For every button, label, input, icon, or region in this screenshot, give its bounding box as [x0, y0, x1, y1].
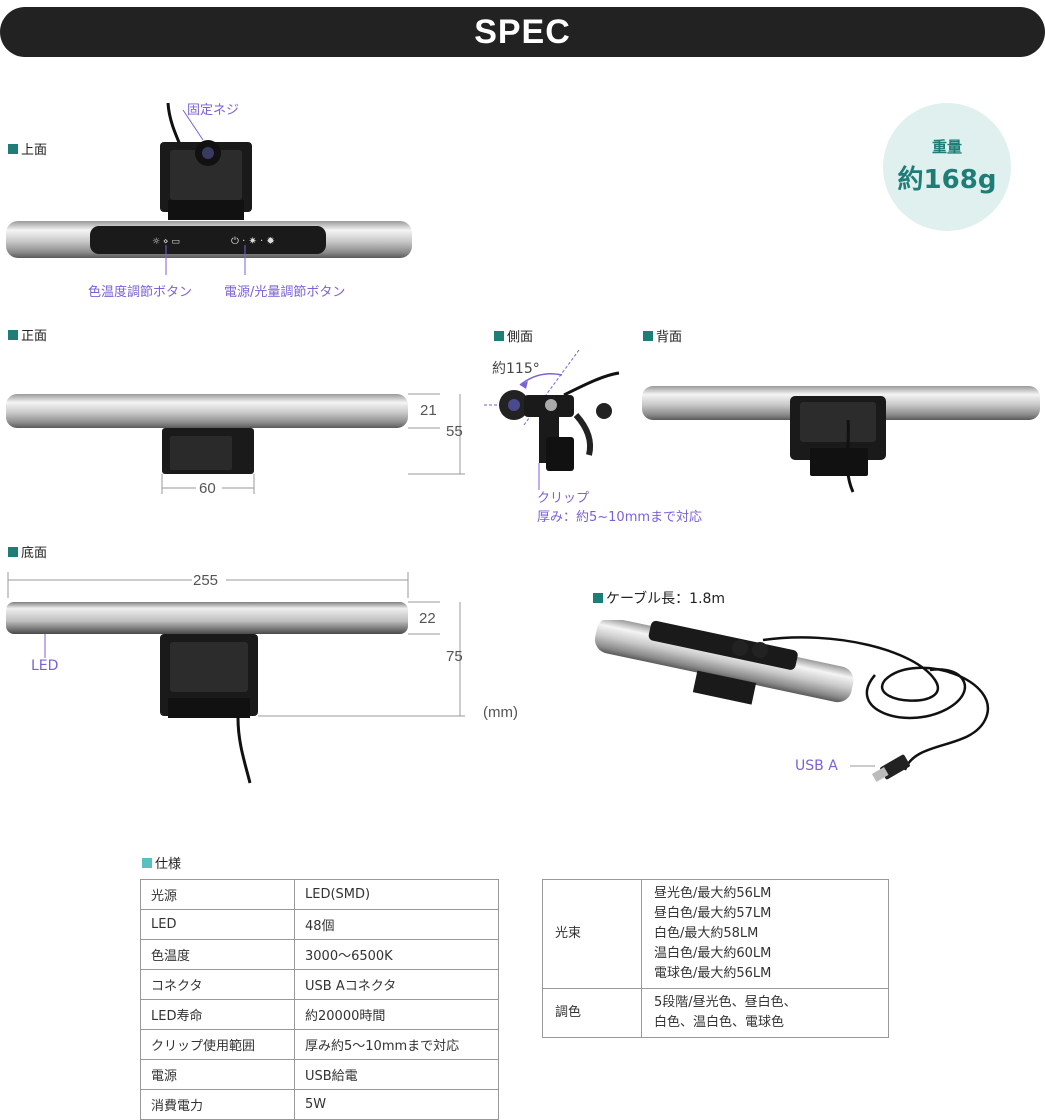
spec-value: 約20000時間 [294, 999, 499, 1030]
bullet-square-icon [8, 329, 18, 340]
spec-heading: 仕様 [142, 853, 181, 872]
back-view-heading: 背面 [643, 326, 682, 345]
bottom-view-lamp-illustration [6, 572, 465, 784]
power-button-label: 電源/光量調節ボタン [224, 285, 346, 300]
front-dim-bar: 21 [420, 402, 437, 419]
front-view-lamp-illustration [6, 393, 465, 494]
front-view-heading: 正面 [8, 325, 47, 344]
front-dim-width: 60 [199, 480, 216, 497]
spec-key: 消費電力 [140, 1089, 295, 1120]
spec-key: 色温度 [140, 939, 295, 970]
weight-label: 重量 [931, 138, 962, 156]
table-row: クリップ使用範囲厚み約5～10mmまで対応 [140, 1029, 499, 1060]
spec-key: クリップ使用範囲 [140, 1029, 295, 1060]
bullet-square-icon [494, 330, 504, 341]
spec-table-flux: 光束 昼光色/最大約56LM 昼白色/最大約57LM 白色/最大約58LM 温白… [542, 879, 889, 1038]
toning-line: 5段階/昼光色、昼白色、 [654, 995, 797, 1010]
spec-key: 光束 [542, 879, 642, 989]
spec-key: 光源 [140, 879, 295, 910]
flux-line: 温白色/最大約60LM [654, 946, 772, 961]
flux-line: 昼白色/最大約57LM [654, 906, 772, 921]
weight-badge: 重量 約168g [883, 103, 1011, 231]
screw-label: 固定ネジ [187, 103, 240, 118]
spec-key: LED [140, 909, 295, 940]
weight-value: 約168g [897, 165, 997, 195]
color-temp-button-label: 色温度調節ボタン [88, 285, 193, 300]
svg-text:☼ ⋄ ▭: ☼ ⋄ ▭ [152, 237, 180, 247]
clip-thickness-label: 厚み：約5~10mmまで対応 [537, 510, 703, 525]
spec-value: 3000～6500K [294, 939, 499, 970]
spec-value: 5段階/昼光色、昼白色、 白色、温白色、電球色 [641, 988, 889, 1038]
front-dim-height: 55 [446, 423, 463, 440]
spec-value: 5W [294, 1089, 499, 1120]
cable-heading: ケーブル長：1.8m [593, 588, 725, 608]
bullet-square-icon [643, 330, 653, 341]
bullet-square-icon [593, 593, 603, 603]
spec-value: 昼光色/最大約56LM 昼白色/最大約57LM 白色/最大約58LM 温白色/最… [641, 879, 889, 989]
side-view-lamp-illustration [484, 349, 620, 490]
bottom-view-heading: 底面 [8, 542, 47, 561]
flux-line: 昼光色/最大約56LM [654, 886, 772, 901]
spec-key: LED寿命 [140, 999, 295, 1030]
bullet-square-icon [142, 857, 152, 868]
usb-a-label: USB A [795, 758, 838, 774]
clip-label: クリップ [537, 491, 590, 506]
spec-value: 48個 [294, 909, 499, 940]
svg-text:⏻ · ✷ · ✹: ⏻ · ✷ · ✹ [231, 236, 275, 247]
top-view-heading: 上面 [8, 139, 47, 158]
bottom-dim-height: 75 [446, 648, 463, 665]
table-row: LED寿命約20000時間 [140, 999, 499, 1030]
table-row: 光束 昼光色/最大約56LM 昼白色/最大約57LM 白色/最大約58LM 温白… [542, 879, 889, 989]
bottom-dim-bar: 22 [419, 610, 436, 627]
top-view-lamp-illustration: ☼ ⋄ ▭ ⏻ · ✷ · ✹ [6, 102, 412, 275]
spec-value: USB給電 [294, 1059, 499, 1090]
bullet-square-icon [8, 143, 18, 154]
bottom-dim-length: 255 [193, 572, 219, 589]
spec-key: 調色 [542, 988, 642, 1038]
toning-line: 白色、温白色、電球色 [654, 1015, 785, 1030]
side-angle-label: 約115° [492, 361, 540, 377]
spec-banner: SPEC [0, 7, 1045, 57]
spec-key: コネクタ [140, 969, 295, 1000]
spec-value: USB Aコネクタ [294, 969, 499, 1000]
spec-value: 厚み約5～10mmまで対応 [294, 1029, 499, 1060]
side-view-heading: 側面 [494, 326, 533, 345]
table-row: 調色 5段階/昼光色、昼白色、 白色、温白色、電球色 [542, 988, 889, 1038]
flux-line: 電球色/最大約56LM [654, 966, 772, 981]
bullet-square-icon [8, 546, 18, 557]
cable-lamp-illustration [594, 620, 989, 782]
unit-label: (mm) [483, 704, 518, 721]
spec-value: LED(SMD) [294, 879, 499, 910]
led-label: LED [31, 658, 59, 674]
flux-line: 白色/最大約58LM [654, 926, 759, 941]
spec-key: 電源 [140, 1059, 295, 1090]
back-view-lamp-illustration [642, 386, 1040, 493]
